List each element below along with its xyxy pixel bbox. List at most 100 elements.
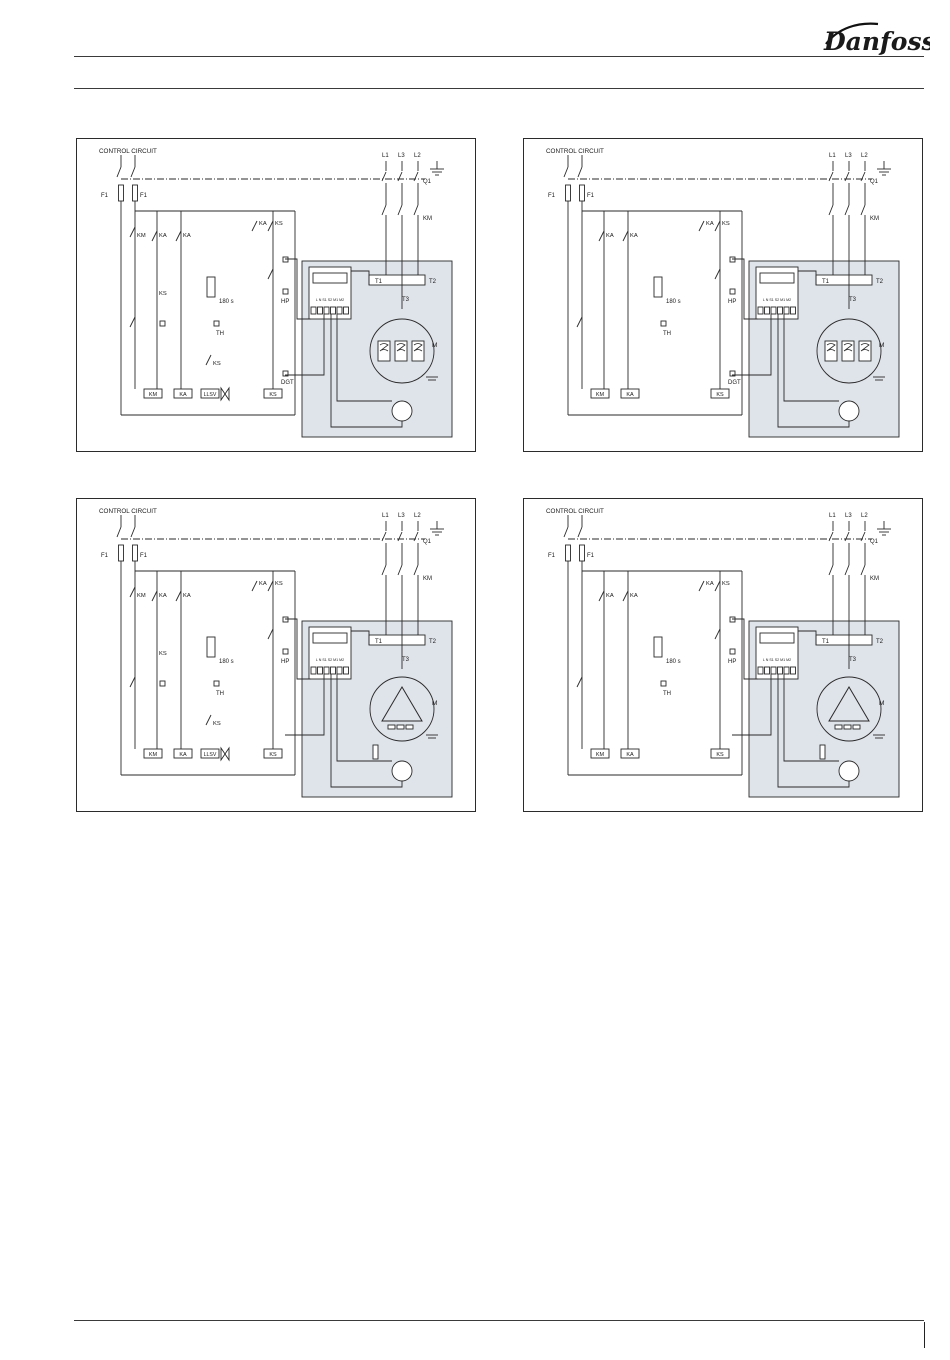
timer-label: 180 s — [666, 659, 681, 665]
ks-top-label: KS — [275, 221, 283, 227]
hp-label: HP — [728, 659, 736, 665]
terminal-screw — [310, 666, 317, 675]
t1-label: T1 — [375, 279, 383, 285]
motor-circle — [816, 318, 882, 384]
q1-switch — [413, 531, 419, 542]
control-switch — [577, 166, 583, 178]
t3-label: T3 — [402, 297, 410, 303]
q1-switch — [413, 171, 419, 182]
km-main-label: KM — [870, 576, 879, 582]
km-main-contact — [828, 204, 834, 216]
km-main-contact — [860, 204, 866, 216]
terminal-screw — [790, 666, 796, 675]
coil-km-label: KM — [596, 392, 605, 398]
winding-spiral — [843, 343, 853, 352]
hp-marker — [729, 288, 736, 295]
th-marker — [213, 320, 220, 327]
winding-coil — [411, 340, 425, 362]
t2-label: T2 — [429, 639, 437, 645]
hp-label: HP — [281, 299, 289, 305]
hp-contact — [267, 268, 274, 280]
terminal-screw — [770, 306, 777, 315]
q1-switch — [828, 171, 834, 182]
q1-switch — [397, 171, 403, 182]
phase-l1-label: L1 — [829, 513, 836, 519]
phase-l1-label: L1 — [829, 153, 836, 159]
timer-relay — [653, 276, 663, 298]
ka-top-label: KA — [259, 221, 267, 227]
ks-top-contact — [267, 580, 274, 592]
km-main-contact — [844, 204, 850, 216]
module-to-fan — [777, 674, 850, 788]
terminal-screw — [757, 306, 764, 315]
brand-wordmark: Danfoss — [823, 27, 930, 56]
phase-l1-label: L1 — [382, 513, 389, 519]
page-edge-mark — [924, 1322, 925, 1348]
ks-low-contact — [205, 714, 212, 726]
module-to-fan — [777, 314, 850, 428]
phase-l2-label: L2 — [414, 513, 421, 519]
ka-top-contact — [251, 220, 258, 232]
module-to-dgt — [732, 674, 772, 736]
module-display — [312, 272, 348, 284]
ka-contact1-label: KA — [159, 233, 167, 239]
control-circuit-label: CONTROL CIRCUIT — [99, 148, 157, 155]
km-main-label: KM — [870, 216, 879, 222]
phase-l3-label: L3 — [845, 153, 852, 159]
winding-coil — [394, 340, 408, 362]
phase-l2-label: L2 — [861, 153, 868, 159]
ka-contact-2 — [622, 590, 629, 602]
terminal-screw — [764, 306, 770, 315]
coil-km — [143, 748, 163, 759]
control-switch — [116, 166, 122, 178]
ka-top-label: KA — [259, 581, 267, 587]
f1-right-label: F1 — [140, 193, 148, 199]
terminal-screw — [310, 306, 317, 315]
coil-ks-label: KS — [269, 752, 277, 758]
delta-winding — [828, 686, 870, 722]
coil-ks — [710, 388, 730, 399]
km-main-contact — [828, 564, 834, 576]
winding-coil — [841, 340, 855, 362]
coil-ks-label: KS — [269, 392, 277, 398]
winding-terminal — [834, 724, 843, 730]
ka-contact2-label: KA — [183, 593, 191, 599]
km-main-contact — [381, 204, 387, 216]
module-display — [312, 632, 348, 644]
ka-top-contact — [251, 580, 258, 592]
delta-winding — [381, 686, 423, 722]
hp-marker — [729, 648, 736, 655]
ks-low-label: KS — [213, 361, 221, 367]
dgt-label: DGT — [281, 380, 294, 386]
q1-label: Q1 — [423, 179, 432, 185]
terminal-screw — [323, 306, 330, 315]
ks-top-label: KS — [722, 581, 730, 587]
hp-label: HP — [281, 659, 289, 665]
q1-switch — [381, 531, 387, 542]
module-to-fan — [330, 314, 403, 428]
coil-ka — [620, 748, 640, 759]
dgt-marker — [282, 370, 289, 377]
km-hold-contact — [129, 586, 136, 598]
terminal-screw — [783, 666, 790, 675]
ka-contact2-label: KA — [183, 233, 191, 239]
ks-contact-branch1 — [129, 676, 136, 688]
module-to-fan-2 — [783, 674, 839, 762]
dgt-label: DGT — [728, 380, 741, 386]
module-to-t1 — [798, 270, 817, 285]
ks-top-contact — [267, 220, 274, 232]
coil-ka-label: KA — [626, 752, 634, 758]
coil-ks-label: KS — [716, 752, 724, 758]
t3-label: T3 — [849, 657, 857, 663]
ka-contact2-label: KA — [630, 593, 638, 599]
q1-switch — [381, 171, 387, 182]
module-to-fan-2 — [336, 674, 392, 762]
fuse-f1 — [118, 184, 124, 202]
module-to-fan — [330, 674, 403, 788]
winding-coil — [858, 340, 872, 362]
winding-coil — [824, 340, 838, 362]
